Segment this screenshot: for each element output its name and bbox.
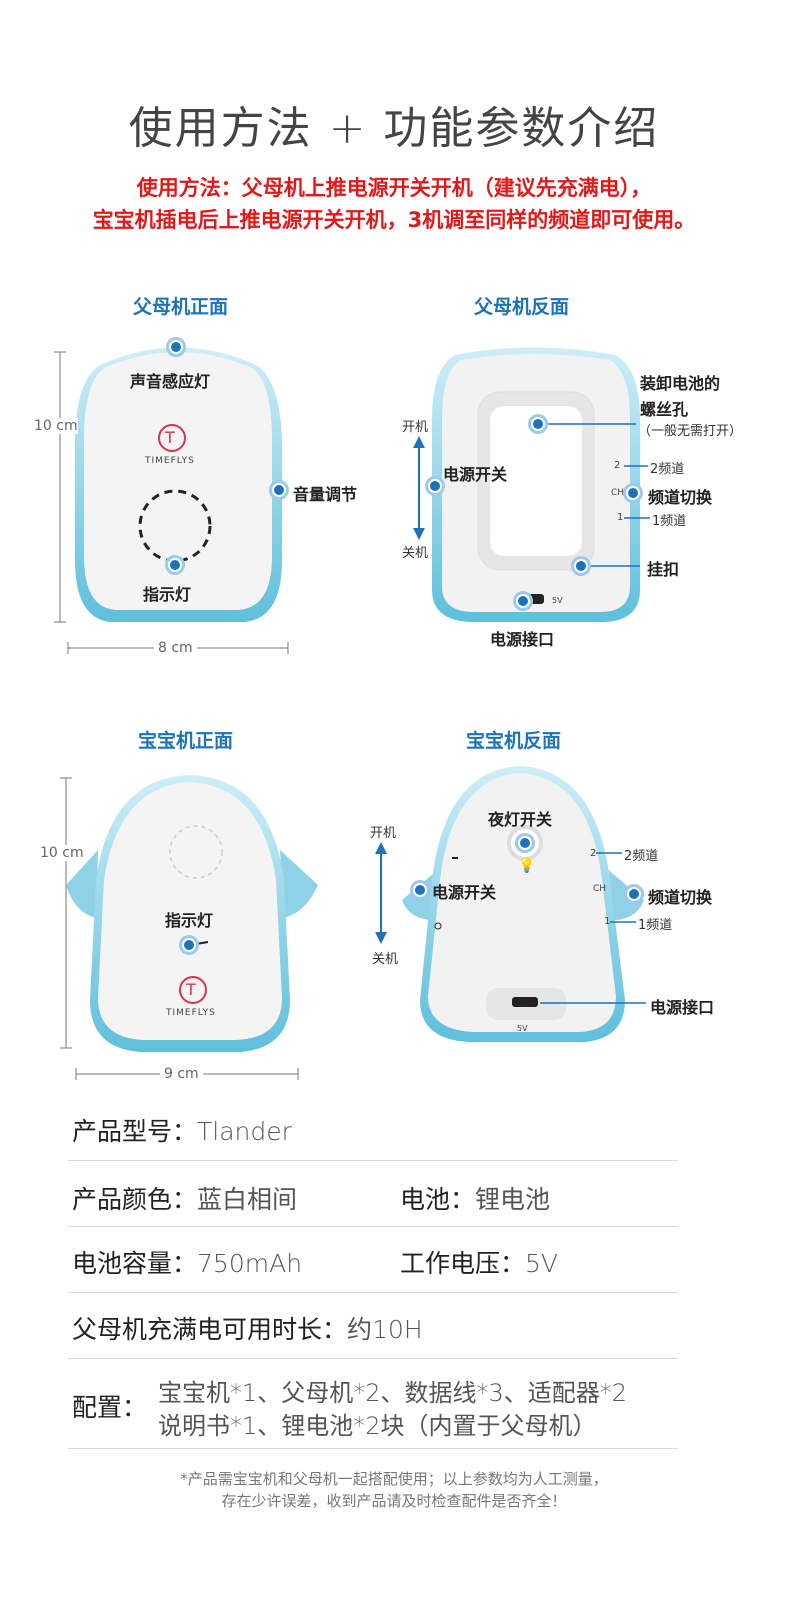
spec-runtime-key: 父母机充满电可用时长： [72, 1315, 348, 1344]
spec-capacity-value: 750mAh [197, 1249, 303, 1278]
height-dimension: 10 cm [40, 845, 84, 861]
footer-note-line2: 存在少许误差，收到产品请及时检查配件是否齐全！ [221, 1492, 567, 1510]
height-dimension: 10 cm [34, 418, 78, 434]
usage-instruction-line1: 使用方法：父母机上推电源开关开机（建议先充满电）， [136, 176, 652, 200]
page-title: 使用方法 + 功能参数介绍 [128, 103, 660, 154]
ch2-label: 2频道 [650, 462, 685, 477]
ch1-mark: 1 [617, 512, 624, 523]
indicator-label: 指示灯 [143, 585, 192, 604]
brand-text: TIMEFLYS [166, 1008, 216, 1018]
spec-voltage: 工作电压：5V [400, 1244, 558, 1280]
spec-color-key: 产品颜色： [72, 1185, 198, 1214]
spec-color-value: 蓝白相间 [197, 1185, 298, 1214]
indicator-marker-icon [168, 558, 182, 572]
clip-label: 挂扣 [647, 560, 680, 579]
channel-switch-marker-icon [626, 486, 640, 500]
channel-switch-label: 频道切换 [648, 488, 713, 507]
spec-config-key: 配置： [72, 1393, 148, 1422]
spec-config-line1: 宝宝机*1、父母机*2、数据线*3、适配器*2 [158, 1373, 627, 1408]
sound-light-label: 声音感应灯 [130, 372, 211, 391]
power-port-label: 电源接口 [650, 998, 715, 1017]
divider [68, 1448, 678, 1449]
spec-voltage-value: 5V [525, 1249, 559, 1278]
screw-marker-icon [531, 417, 545, 431]
power-switch-marker-icon [428, 479, 442, 493]
power-off-label: 关机 [372, 952, 399, 967]
spec-model-value: Tlander [197, 1117, 292, 1146]
power-on-label: 开机 [370, 826, 397, 841]
screw-label-line2: 螺丝孔 [640, 400, 689, 419]
brand-text: TIMEFLYS [145, 456, 195, 466]
spec-config-value-1: 宝宝机*1、父母机*2、数据线*3、适配器*2 [158, 1379, 628, 1407]
clip-marker-icon [574, 559, 588, 573]
power-port-marker-icon [516, 594, 530, 608]
ch-mark: CH [611, 488, 625, 498]
power-port-label: 电源接口 [490, 630, 555, 649]
channel-switch-marker-icon [627, 887, 641, 901]
divider [68, 1358, 678, 1359]
volume-label: 音量调节 [293, 485, 358, 504]
parent-front-heading: 父母机正面 [133, 296, 229, 318]
spec-runtime: 父母机充满电可用时长：约10H [72, 1310, 423, 1346]
parent-back-heading: 父母机反面 [474, 296, 570, 318]
screw-label: 装卸电池的 [640, 374, 721, 393]
screw-note: （一般无需打开） [638, 424, 743, 439]
spec-capacity: 电池容量：750mAh [72, 1244, 302, 1280]
divider [68, 1292, 678, 1293]
spec-runtime-value: 约10H [347, 1315, 423, 1344]
spec-model-key: 产品型号： [72, 1117, 198, 1146]
footer-note-line1: *产品需宝宝机和父母机一起搭配使用；以上参数均为人工测量， [180, 1470, 608, 1488]
spec-voltage-key: 工作电压： [400, 1249, 526, 1278]
divider [68, 1160, 678, 1161]
baby-indicator-label: 指示灯 [165, 911, 214, 930]
width-dimension: 9 cm [160, 1066, 203, 1082]
ch1-label: 1频道 [652, 514, 687, 529]
spec-model: 产品型号：Tlander [72, 1112, 292, 1148]
ch1-mark: 1 [604, 916, 611, 927]
spec-battery-key: 电池： [400, 1185, 476, 1214]
5v-mark: 5V [517, 1024, 528, 1033]
baby-back-heading: 宝宝机反面 [466, 730, 562, 752]
ch2-mark: 2 [614, 460, 621, 471]
power-switch-label: 电源开关 [432, 883, 497, 902]
night-light-label: 夜灯开关 [488, 810, 553, 829]
volume-marker-icon [272, 483, 286, 497]
spec-capacity-key: 电池容量： [72, 1249, 198, 1278]
bulb-icon: 💡 [518, 858, 536, 874]
spec-battery-value: 锂电池 [475, 1185, 551, 1214]
timeflys-logo-icon: T [165, 428, 175, 447]
width-dimension: 8 cm [154, 640, 197, 656]
baby-front-heading: 宝宝机正面 [138, 730, 234, 752]
divider [68, 1226, 678, 1227]
spec-color: 产品颜色：蓝白相间 [72, 1180, 297, 1216]
channel-switch-label: 频道切换 [648, 888, 713, 907]
ch-mark: CH [593, 884, 607, 894]
timeflys-logo-icon: T [186, 980, 196, 999]
power-on-label: 开机 [402, 420, 429, 435]
baby-indicator-marker-icon [182, 938, 196, 952]
spec-config-line2: 说明书*1、锂电池*2块（内置于父母机） [158, 1406, 597, 1441]
5v-mark: 5V [552, 596, 563, 605]
spec-config-value-2: 说明书*1、锂电池*2块（内置于父母机） [158, 1412, 597, 1440]
power-switch-label: 电源开关 [443, 465, 508, 484]
sound-light-marker-icon [169, 340, 183, 354]
ch1-label: 1频道 [638, 918, 673, 933]
power-off-label: 关机 [402, 546, 429, 561]
spec-battery: 电池：锂电池 [400, 1180, 550, 1216]
usage-instruction-line2: 宝宝机插电后上推电源开关开机，3机调至同样的频道即可使用。 [92, 208, 696, 232]
night-light-marker-icon [518, 836, 532, 850]
ch2-mark: 2 [590, 848, 597, 859]
power-switch-marker-icon [413, 883, 427, 897]
ch2-label: 2频道 [624, 849, 659, 864]
